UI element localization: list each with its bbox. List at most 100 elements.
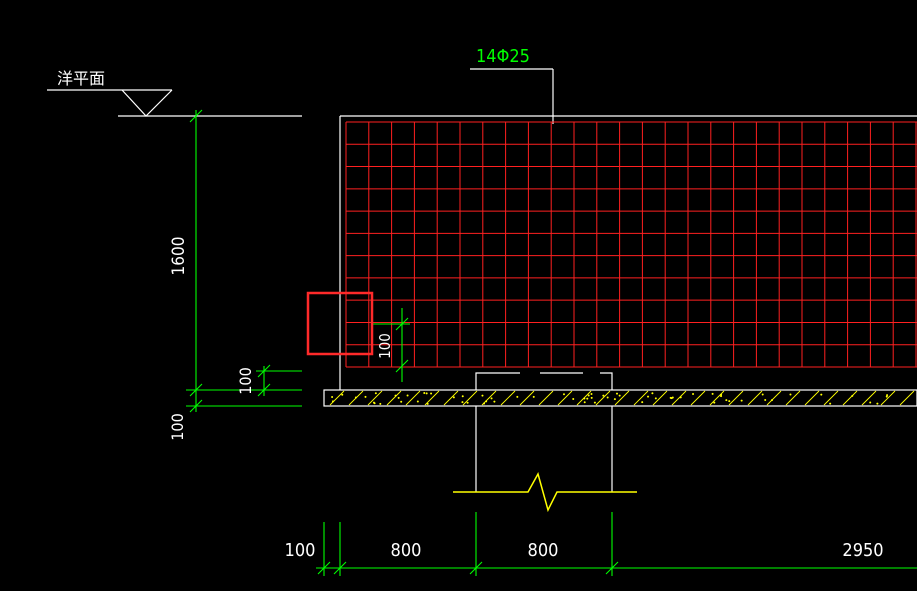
cushion-aggregate-dot — [720, 395, 723, 398]
cushion-aggregate-dot — [583, 397, 586, 400]
cushion-aggregate-dot — [740, 399, 743, 402]
cushion-hatch-line — [462, 390, 478, 406]
cushion-aggregate-dot — [426, 402, 429, 405]
inner-dimension — [373, 308, 410, 382]
dim-height-1600: 1600 — [169, 237, 189, 276]
cushion-hatch-line — [633, 390, 649, 406]
cushion-aggregate-dot — [516, 395, 519, 398]
cushion-aggregate-dot — [613, 398, 616, 401]
cushion-aggregate-dot — [651, 392, 654, 395]
cushion-hatch-line — [557, 390, 573, 406]
cushion-aggregate-dot — [461, 395, 464, 398]
cushion-aggregate-dot — [586, 397, 589, 400]
cushion-aggregate-dot — [493, 400, 496, 403]
elevation-label: 洋平面 — [57, 69, 105, 88]
cushion-hatch-line — [500, 390, 516, 406]
cushion-aggregate-dot — [374, 392, 377, 395]
dim-bottom-800-a: 800 — [391, 540, 422, 561]
dim-bottom-cover-100: 100 — [236, 367, 255, 394]
rebar-leader — [470, 68, 554, 124]
dim-bottom-800-b: 800 — [528, 540, 559, 561]
dim-small-100: 100 — [376, 333, 394, 359]
dim-bottom-100: 100 — [285, 540, 316, 561]
highlight-box — [306, 291, 374, 356]
cushion-hatch-line — [804, 390, 820, 406]
cushion-aggregate-dot — [397, 396, 400, 399]
cushion-hatch-line — [538, 390, 554, 406]
cushion-hatch-line — [842, 390, 858, 406]
cushion-aggregate-dot — [713, 401, 716, 404]
cushion-hatch-line — [652, 390, 668, 406]
cushion-aggregate-dot — [364, 395, 367, 398]
cushion-aggregate-dot — [711, 392, 714, 395]
bottom-dimensions — [316, 512, 917, 576]
cushion-aggregate-dot — [532, 395, 535, 398]
cushion-hatch-line — [443, 390, 459, 406]
cushion-aggregate-dot — [483, 402, 486, 405]
cushion-aggregate-dot — [647, 395, 650, 398]
cushion-aggregate-dot — [725, 399, 728, 402]
cushion-aggregate-dot — [341, 393, 344, 396]
cushion-aggregate-dot — [820, 393, 823, 396]
cushion-aggregate-dot — [400, 400, 403, 403]
cushion-hatch-line — [709, 390, 725, 406]
cushion-aggregate-dot — [654, 397, 657, 400]
cushion-hatch-line — [823, 390, 839, 406]
rebar-grid — [345, 121, 917, 368]
cushion-aggregate-dot — [485, 400, 488, 403]
cushion-hatch-line — [614, 390, 630, 406]
cushion-aggregate-dot — [430, 392, 433, 395]
cushion-hatch-line — [861, 390, 877, 406]
cushion-aggregate-dot — [670, 397, 673, 400]
cushion-hatch-line — [367, 390, 383, 406]
cushion-hatch-line — [424, 390, 440, 406]
cushion-aggregate-dot — [602, 394, 605, 397]
left-dimensions — [186, 109, 302, 413]
cushion-aggregate-dot — [379, 402, 382, 405]
cushion-aggregate-dot — [587, 394, 590, 397]
cushion-hatch-line — [690, 390, 706, 406]
cushion-aggregate-dot — [761, 393, 764, 396]
cushion-aggregate-dot — [606, 396, 609, 399]
cushion-aggregate-dot — [562, 393, 565, 396]
cushion-aggregate-dot — [869, 401, 872, 404]
cushion-aggregate-dot — [331, 395, 334, 398]
cushion-hatch-line — [386, 390, 402, 406]
pile-outline — [475, 372, 613, 492]
cushion-aggregate-dot — [354, 396, 357, 399]
cushion-aggregate-dot — [770, 399, 773, 402]
cushion-aggregate-dot — [331, 400, 334, 403]
cushion-hatch-line — [405, 390, 421, 406]
cushion-aggregate-dot — [728, 400, 731, 403]
cushion-aggregate-dot — [679, 396, 682, 399]
cushion-aggregate-dot — [886, 394, 889, 397]
cushion-aggregate-dot — [461, 401, 464, 404]
cushion-hatch-line — [728, 390, 744, 406]
cushion-aggregate-dot — [692, 392, 695, 395]
cushion-hatch-line — [519, 390, 535, 406]
cushion-hatch-line — [899, 390, 915, 406]
elevation-marker — [47, 89, 302, 117]
cushion-aggregate-dot — [641, 401, 644, 404]
cushion-aggregate-dot — [590, 396, 593, 399]
cushion-hatch-line — [747, 390, 763, 406]
cushion-hatch-line — [329, 390, 345, 406]
dim-bottom-2950: 2950 — [842, 540, 883, 561]
cushion-hatch-line — [595, 390, 611, 406]
cushion-aggregate-dot — [572, 398, 575, 401]
cushion-aggregate-dot — [406, 394, 409, 397]
cushion-aggregate-dot — [394, 394, 397, 397]
cushion-aggregate-dot — [789, 393, 792, 396]
break-line — [453, 472, 637, 513]
cushion-aggregate-dot — [466, 401, 469, 404]
cushion-aggregate-dot — [583, 401, 586, 404]
cushion-aggregate-dot — [618, 394, 621, 397]
cushion-aggregate-dot — [590, 392, 593, 395]
cushion-hatch-line — [785, 390, 801, 406]
cushion-aggregate-dot — [851, 394, 854, 397]
cushion-aggregate-dot — [490, 397, 493, 400]
cushion-aggregate-dot — [481, 394, 484, 397]
cushion-aggregate-dot — [373, 402, 376, 405]
cushion-aggregate-dot — [764, 399, 767, 402]
